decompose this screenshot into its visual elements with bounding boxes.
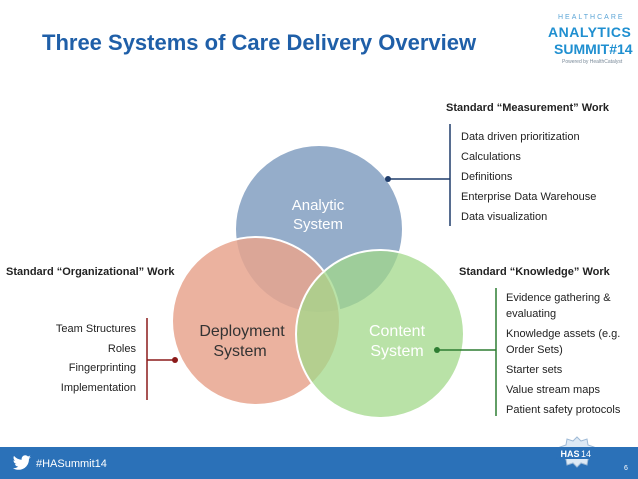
footer-bar	[0, 447, 638, 479]
badge-label: HAS	[560, 449, 579, 459]
organizational-connector-dot	[172, 357, 178, 363]
list-item: Implementation	[60, 381, 136, 394]
list-item: Knowledge assets (e.g.	[506, 328, 621, 340]
organizational-header: Standard “Organizational” Work	[6, 266, 175, 278]
list-item: Data visualization	[461, 211, 548, 223]
measurement-header: Standard “Measurement” Work	[446, 102, 610, 114]
list-item: Data driven prioritization	[461, 131, 580, 143]
summit-logo: HEALTHCARE ANALYTICS SUMMIT#14 Powered b…	[540, 8, 636, 78]
deployment-system-label-2: System	[213, 343, 266, 360]
content-system-label-1: Content	[369, 323, 426, 340]
measurement-list: Data driven prioritization Calculations …	[461, 127, 596, 227]
footer-hashtag: #HASummit14	[36, 458, 107, 470]
list-item: Order Sets)	[506, 344, 563, 356]
list-item: Starter sets	[506, 364, 563, 376]
logo-line-3: SUMMIT#14	[554, 41, 633, 57]
logo-line-2: ANALYTICS	[548, 24, 632, 40]
deployment-system-label-1: Deployment	[199, 323, 285, 340]
measurement-connector-dot	[385, 176, 391, 182]
knowledge-connector-dot	[434, 347, 440, 353]
analytic-system-label-2: System	[293, 216, 343, 233]
knowledge-header: Standard “Knowledge” Work	[459, 266, 610, 278]
list-item: Roles	[107, 342, 136, 355]
has-badge-icon: HAS 14	[556, 436, 598, 468]
list-item: evaluating	[506, 308, 557, 320]
list-item: Team Structures	[55, 323, 136, 335]
badge-number: 14	[581, 449, 591, 459]
list-item: Evidence gathering &	[506, 292, 611, 304]
knowledge-list: Evidence gathering & evaluating Knowledg…	[506, 290, 620, 418]
organizational-list: Team Structures Roles Fingerprinting Imp…	[20, 320, 136, 398]
list-item: Definitions	[461, 171, 513, 183]
page-number: 6	[624, 465, 628, 472]
page-title: Three Systems of Care Delivery Overview	[42, 30, 477, 55]
content-system-circle	[295, 249, 465, 419]
analytic-system-label-1: Analytic	[292, 197, 345, 214]
list-item: Patient safety protocols	[506, 404, 621, 416]
list-item: Value stream maps	[506, 384, 600, 396]
content-system-label-2: System	[370, 343, 423, 360]
logo-line-1: HEALTHCARE	[558, 14, 625, 21]
list-item: Calculations	[461, 151, 521, 163]
logo-line-4: Powered by HealthCatalyst	[562, 59, 623, 65]
list-item: Fingerprinting	[68, 362, 136, 374]
list-item: Enterprise Data Warehouse	[461, 191, 597, 203]
twitter-bird-icon	[12, 455, 31, 470]
